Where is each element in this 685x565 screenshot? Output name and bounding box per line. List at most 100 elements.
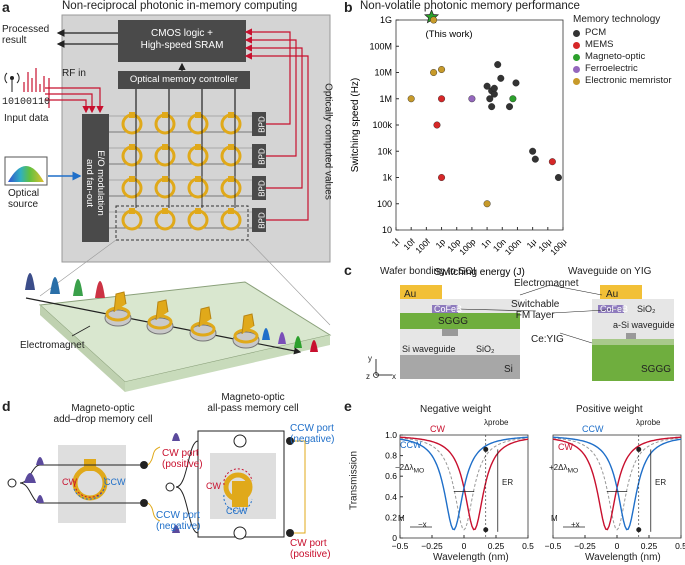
chip-ring (146, 317, 174, 335)
axis-z: z (366, 372, 370, 381)
chart-title: Non-volatile photonic memory performance (360, 0, 580, 12)
probe-point-low (636, 527, 642, 533)
reference-curve (552, 437, 682, 531)
ccw-e-left: CCW (400, 440, 422, 450)
m-left: M (398, 514, 405, 523)
lambda-probe-left: λprobe (484, 418, 509, 427)
legend-marker (573, 41, 580, 49)
cofeb-right: CoFeB (600, 304, 629, 314)
data-point (494, 61, 502, 69)
si-label: Si (504, 364, 513, 375)
plot-frame (395, 19, 564, 231)
bpd-3: BPD (257, 180, 267, 197)
memory-cell-diagrams (7, 430, 306, 540)
cw-right: CW (206, 481, 221, 491)
data-point (433, 121, 441, 129)
dir-right: +x (571, 520, 580, 529)
reference-curve (399, 437, 529, 531)
panel-a-title: Non-reciprocal photonic in-memory comput… (62, 0, 298, 12)
ccw-curve (552, 436, 682, 531)
e-y-tick: 0.8 (385, 451, 397, 461)
ccw-left: CCW (104, 477, 126, 487)
asi-label: a-Si waveguide (613, 320, 675, 330)
cw-e-right: CW (558, 442, 573, 452)
neg-shift-label: −2ΔλMO (395, 463, 425, 475)
er-right: ER (655, 478, 667, 487)
probe-point-low (483, 527, 489, 533)
legend-label: MEMS (585, 39, 614, 50)
data-point (554, 173, 562, 181)
cw-port-positive-right: CW port(positive) (290, 538, 331, 560)
sggg-left: SGGG (438, 316, 469, 327)
legend-marker (573, 65, 580, 73)
data-point (486, 95, 494, 103)
legend-marker (573, 29, 580, 37)
data-point (468, 95, 476, 103)
data-point (512, 79, 520, 87)
legend-title: Memory technology (573, 14, 661, 25)
cmos-label: CMOS logic +High-speed SRAM (140, 28, 224, 51)
legend-entry: Ferroelectric (573, 63, 672, 75)
input-data-label: Input data (4, 113, 49, 124)
antenna-icon (4, 72, 20, 92)
electromagnet-label-c: Electromagnet (514, 278, 579, 289)
probe-point-high (483, 446, 489, 452)
data-point (430, 16, 438, 24)
input-pulse (50, 277, 60, 294)
optical-source-spectrum (8, 166, 44, 182)
y-tick-label: 1M (379, 94, 392, 104)
wavelength-label-right: Wavelength (nm) (585, 552, 661, 563)
au-right: Au (606, 289, 619, 300)
bpd-1: BPD (257, 116, 267, 133)
optical-memory-controller (118, 71, 250, 89)
y-tick-label: 1k (382, 173, 392, 183)
data-point (488, 103, 496, 111)
e-x-tick: −0.25 (421, 541, 443, 551)
data-point (529, 147, 537, 155)
data-point (430, 68, 438, 76)
optically-computed-label: Optically computed values (322, 83, 334, 200)
x-tick-label: 1μ (524, 237, 538, 251)
waveguide-yig-title: Waveguide on YIG (568, 266, 652, 277)
sggg-right: SGGG (641, 364, 672, 375)
input-pulse (73, 279, 83, 296)
cell-pulse (36, 457, 44, 465)
eo-modulation-box (82, 114, 109, 242)
data-point (548, 158, 556, 166)
electromagnet-label-a: Electromagnet (20, 340, 85, 351)
rf-in-label: RF in (62, 68, 86, 79)
wavelength-label-left: Wavelength (nm) (433, 552, 509, 563)
cw-left: CW (62, 477, 77, 487)
output-pulse (310, 340, 318, 352)
cell-pulse (172, 525, 180, 533)
y-tick-label: 10M (374, 68, 392, 78)
au-left: Au (404, 289, 417, 300)
data-point (509, 95, 517, 103)
data-point (490, 90, 498, 98)
x-tick-label: 1p (433, 236, 447, 250)
legend-marker (573, 77, 580, 85)
output-pulse (262, 328, 270, 340)
cw-port-positive-left: CW port(positive) (162, 448, 203, 470)
cell-pulse (24, 473, 36, 483)
si-wg-label: Si waveguide (402, 344, 456, 354)
e-x-tick: 0 (615, 541, 620, 551)
e-y-tick: 0.4 (385, 492, 397, 502)
e-y-tick: 1.0 (385, 430, 397, 440)
y-tick-label: 100 (377, 199, 392, 209)
output-pulse (294, 336, 302, 348)
panel-a-diagram (4, 14, 332, 392)
y-tick-label: 100k (372, 120, 392, 130)
x-tick-label: 100f (413, 236, 432, 255)
legend-entry: MEMS (573, 39, 672, 51)
ccw-port-negative-right: CCW port(negative) (290, 423, 335, 445)
legend-label: Electronic memristor (585, 75, 672, 86)
x-tick-label: 1n (479, 236, 493, 250)
e-x-tick: 0 (462, 541, 467, 551)
y-axis-label: Switching speed (Hz) (350, 78, 361, 172)
data-point (438, 66, 446, 74)
